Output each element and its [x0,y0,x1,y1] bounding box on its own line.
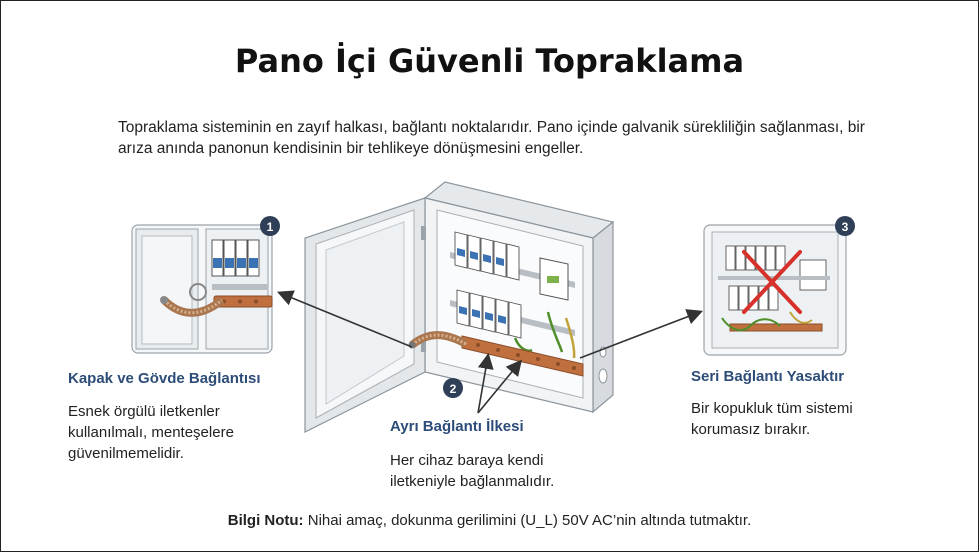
callout-2-heading: Ayrı Bağlantı İlkesi [390,418,524,435]
callout-2-text: Her cihaz baraya kendi iletkeniyle bağla… [390,450,554,492]
callout-2-line: iletkeniyle bağlanmalıdır. [390,473,555,490]
page-title: Pano İçi Güvenli Topraklama [234,42,745,80]
detail-1-door-body-bond [131,224,273,354]
cabinet [304,181,615,433]
badge-number: 2 [450,382,457,396]
info-note-text: Nihai amaç, dokunma gerilimini (U_L) 50V… [303,512,752,529]
callout-1-line: kullanılmalı, menteşelere [68,424,234,441]
callout-3-heading: Seri Bağlantı Yasaktır [691,368,845,385]
badge-1: 1 [260,216,280,236]
callout-3-line: Bir kopukluk tüm sistemi [691,400,853,417]
badge-2: 2 [443,378,463,398]
info-note: Bilgi Notu: Nihai amaç, dokunma gerilimi… [0,512,979,529]
info-note-label: Bilgi Notu: [227,512,304,529]
badge-number: 1 [267,220,274,234]
callout-2-line: Her cihaz baraya kendi [390,452,544,469]
callout-3-line: korumasız bırakır. [691,421,811,438]
detail-3-series-bonding [703,224,847,356]
callout-1-heading: Kapak ve Gövde Bağlantısı [68,370,261,387]
callout-3-text: Bir kopukluk tüm sistemi korumasız bırak… [691,398,853,440]
badge-3: 3 [835,216,855,236]
callout-1-line: güvenilmemelidir. [68,445,184,462]
intro-paragraph: Topraklama sisteminin en zayıf halkası, … [118,119,865,157]
callout-1-text: Esnek örgülü iletkenler kullanılmalı, me… [68,401,234,464]
badge-number: 3 [842,220,849,234]
callout-1-line: Esnek örgülü iletkenler [68,403,220,420]
